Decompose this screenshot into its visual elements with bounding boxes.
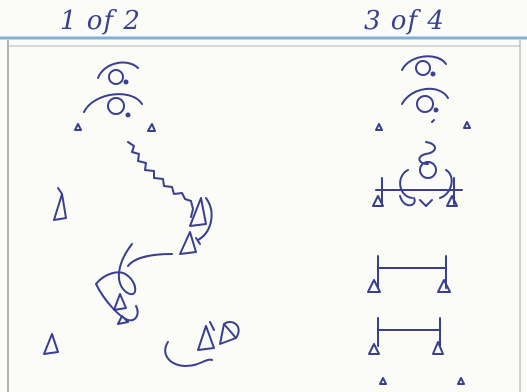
cone-figure	[180, 232, 200, 254]
zigzag-path	[128, 142, 193, 217]
eye-symbol-4	[402, 89, 448, 112]
eye-symbol-1	[98, 63, 138, 84]
squiggle-stroke	[165, 342, 212, 366]
wedge-marker	[118, 316, 128, 324]
triangle-marker	[464, 122, 470, 128]
bridge-structure-3	[369, 318, 443, 354]
triangle-marker	[75, 124, 81, 130]
swoop-line	[128, 254, 172, 266]
loop-stroke	[96, 244, 135, 294]
cone-figure	[54, 188, 66, 220]
small-dot	[432, 120, 434, 122]
cone-figure	[220, 322, 239, 344]
bridge-structure-2	[368, 256, 450, 292]
cone-figure	[198, 322, 214, 350]
triangle-marker	[376, 124, 382, 130]
triangle-marker	[380, 378, 386, 384]
triangle-marker	[148, 124, 155, 131]
cone-figure	[44, 334, 58, 354]
cone-figure	[114, 294, 126, 310]
cone-figure	[190, 198, 212, 240]
eye-symbol-3	[402, 56, 446, 75]
eye-symbol-2	[84, 94, 142, 116]
triangle-marker	[458, 378, 464, 384]
